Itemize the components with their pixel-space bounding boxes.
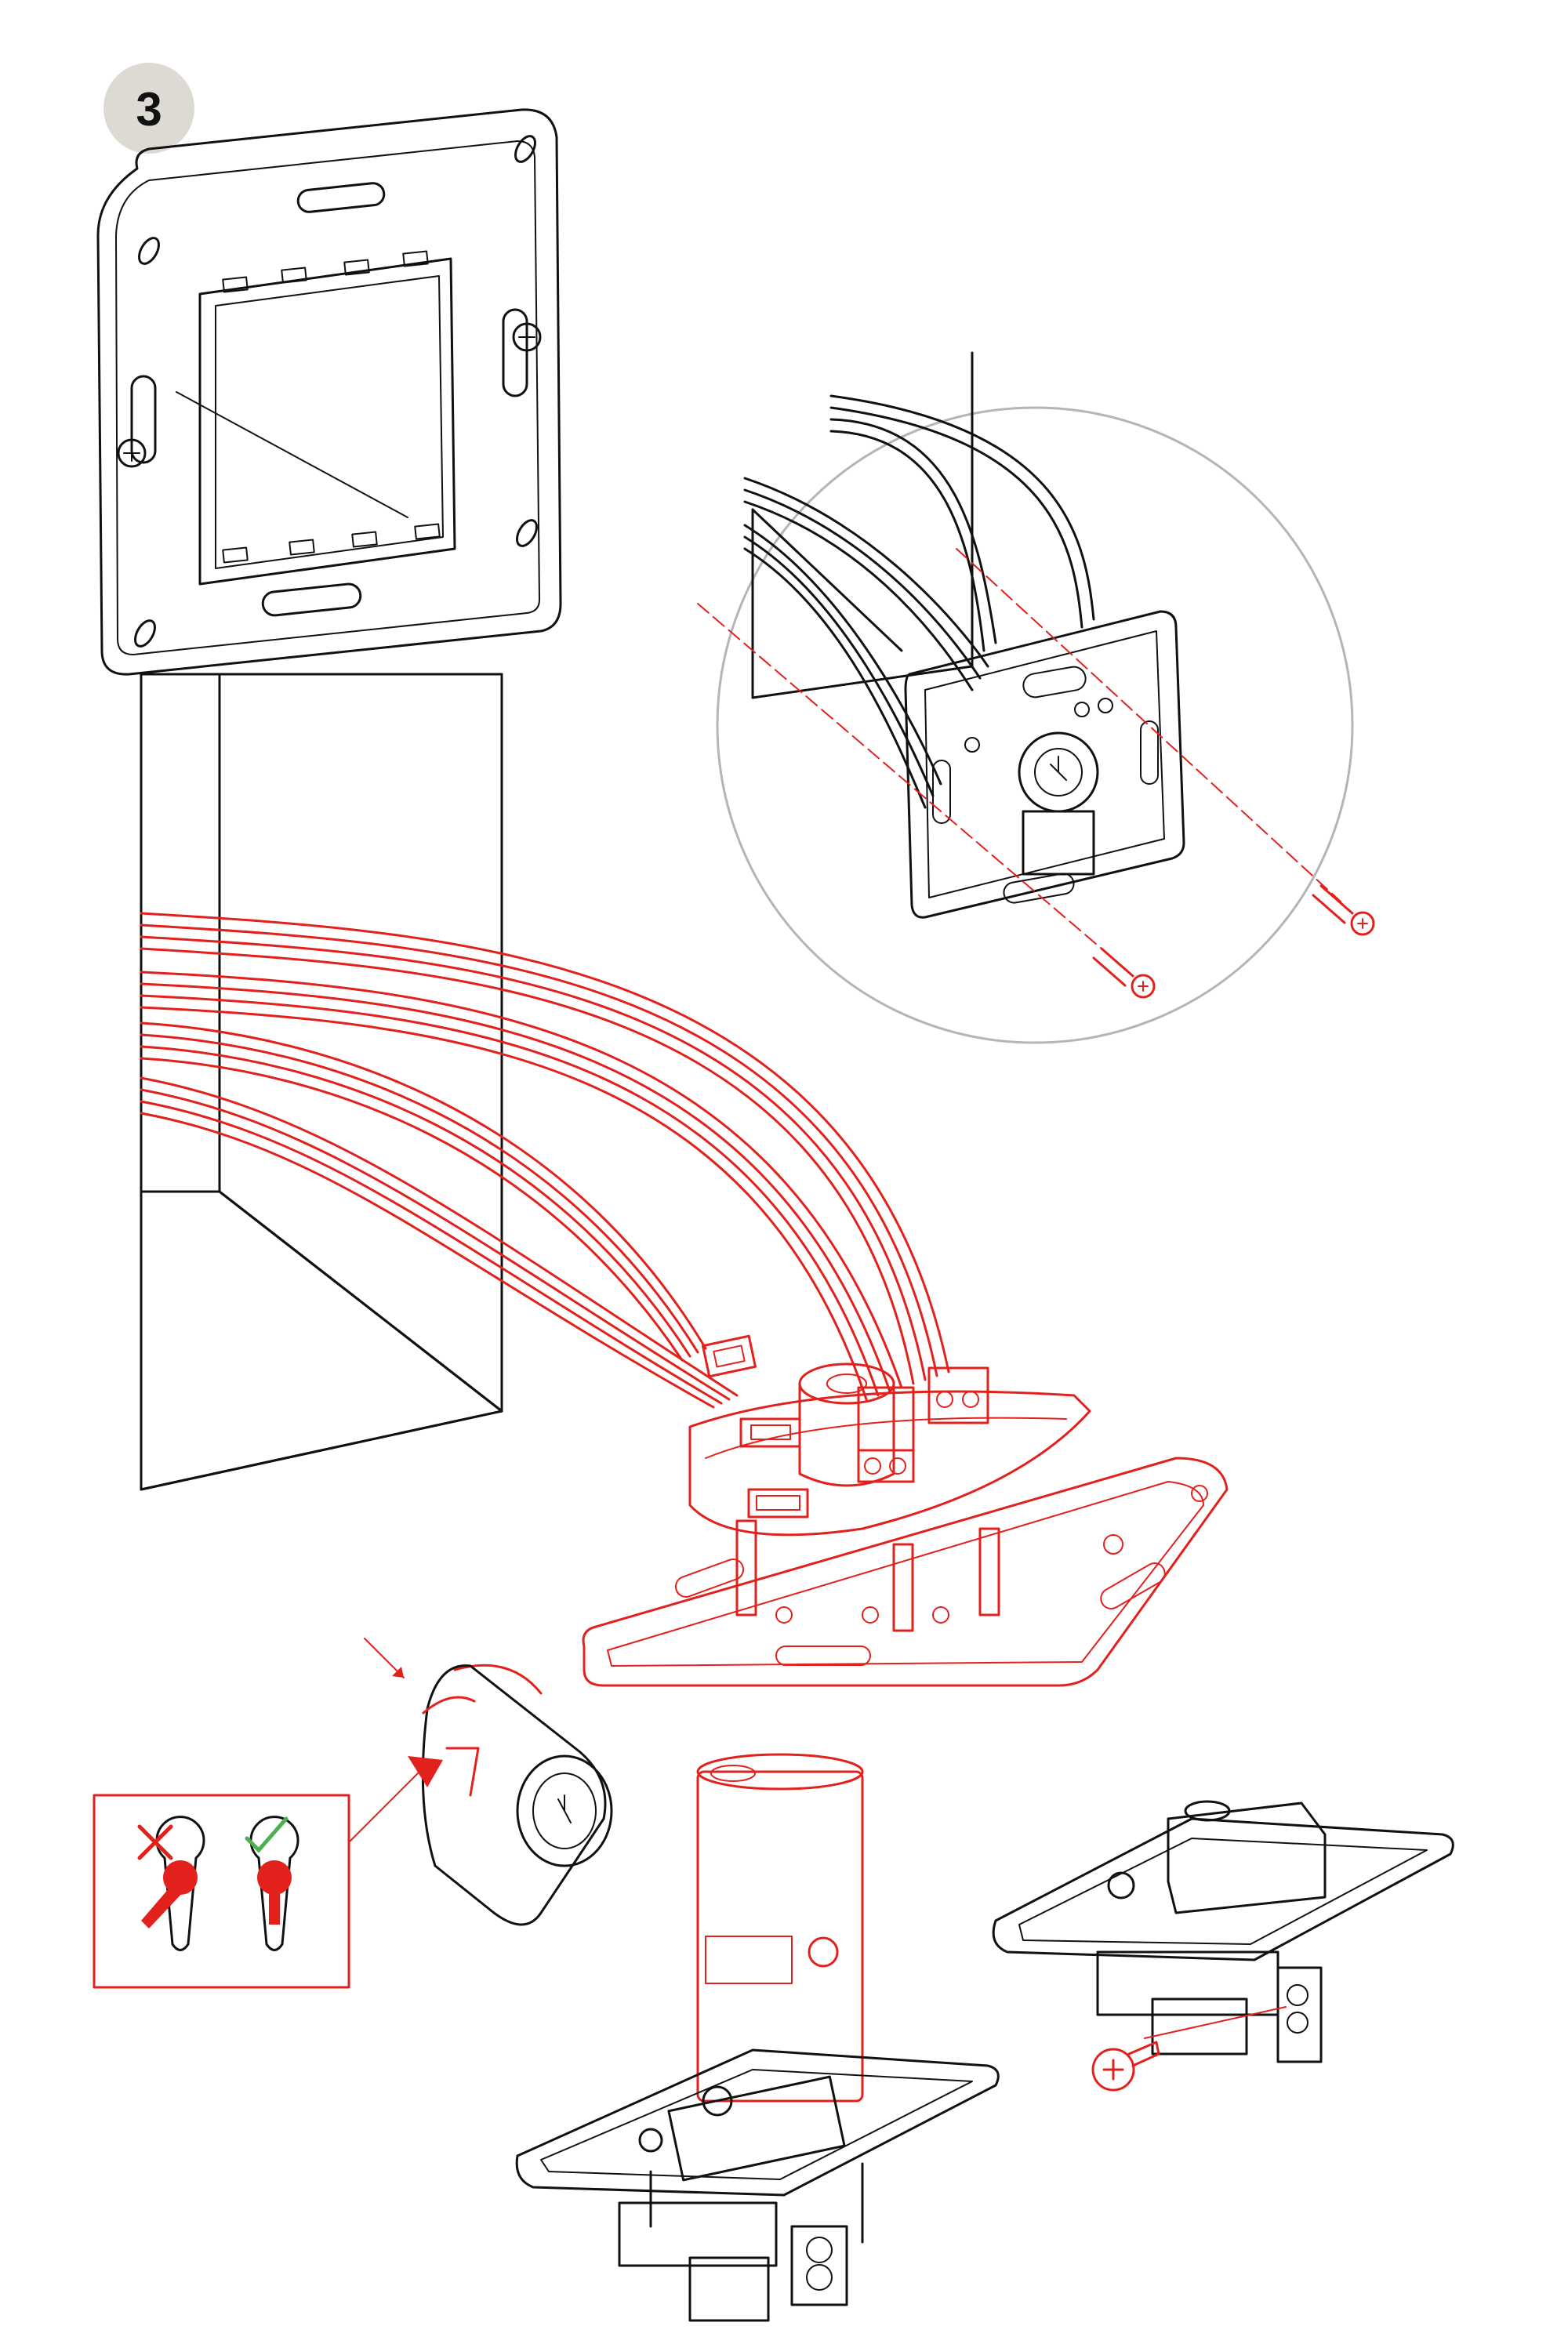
- cross-mark-icon: [137, 1824, 173, 1860]
- right-cam-position: [245, 1816, 299, 1951]
- lock-cylinder: [364, 1638, 613, 1926]
- wall-box: [140, 673, 503, 1491]
- step-badge: 3: [103, 63, 194, 154]
- step-number: 3: [136, 83, 162, 136]
- detail-view: [697, 351, 1375, 1044]
- phillips-screw-icon: [1312, 884, 1375, 936]
- wrong-cam-position: [137, 1816, 205, 1951]
- switch-insert: [582, 1362, 1229, 1687]
- phillips-screw-icon: [1092, 947, 1156, 999]
- connector-plug: [701, 1334, 757, 1378]
- cam-position-box: [93, 1767, 424, 1989]
- step-badge-circle: [103, 63, 194, 154]
- check-mark-icon: [245, 1816, 289, 1853]
- mounting-frame: [96, 108, 562, 676]
- insert-assembled: [992, 1800, 1454, 2092]
- cable-bundle: [140, 912, 950, 1409]
- insert-with-cylinder: [515, 1753, 1000, 2322]
- detail-circle: [716, 406, 1354, 1044]
- phillips-screw-icon: [1091, 2041, 1160, 2092]
